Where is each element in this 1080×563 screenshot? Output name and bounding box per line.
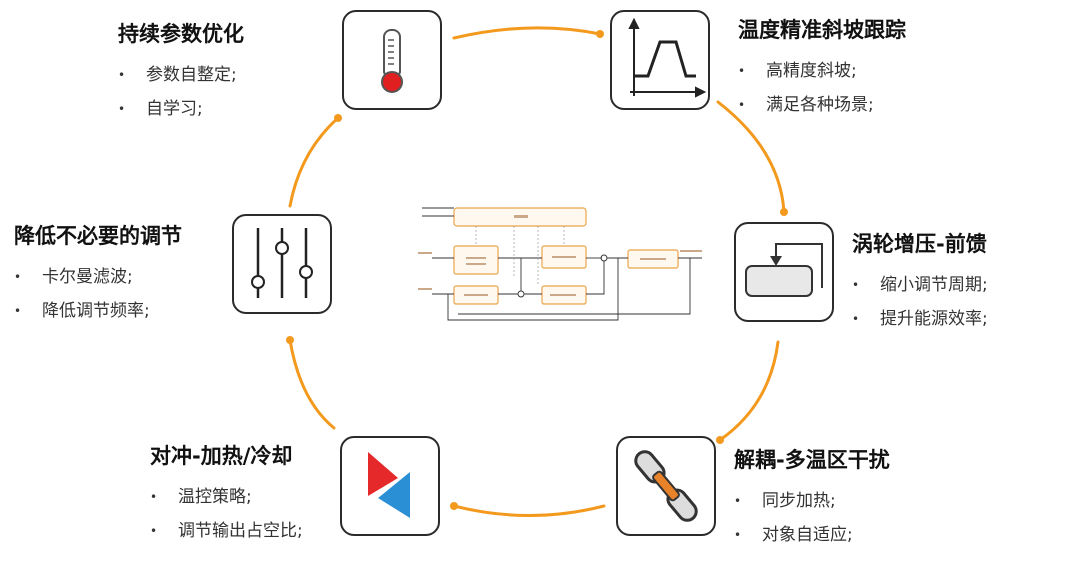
feedback-loop-node xyxy=(734,222,834,322)
feature-continuous-parameter-optimization: 持续参数优化 •参数自整定; •自学习; xyxy=(118,18,244,128)
opposing-triangles-node xyxy=(340,436,440,536)
feature-bullet: •对象自适应; xyxy=(734,525,853,545)
thermometer-icon xyxy=(381,29,403,93)
control-block-diagram xyxy=(418,207,702,321)
slider-controls-icon xyxy=(251,228,313,298)
feature-temperature-ramp-tracking: 温度精准斜坡跟踪 •高精度斜坡; •满足各种场景; xyxy=(738,14,906,124)
feature-bullet: •降低调节频率; xyxy=(14,301,150,321)
feature-bullet: •参数自整定; xyxy=(118,65,237,85)
feature-turbo-feedforward: 涡轮增压-前馈 •缩小调节周期; •提升能源效率; xyxy=(852,228,988,338)
feature-bullet: •自学习; xyxy=(118,99,203,119)
feature-heat-cool-opposition: 对冲-加热/冷却 •温控策略; •调节输出占空比; xyxy=(150,440,303,550)
feature-bullet: •缩小调节周期; xyxy=(852,275,988,295)
opposing-triangles-icon xyxy=(368,452,410,518)
feature-bullet: •调节输出占空比; xyxy=(150,521,303,541)
ramp-chart-node xyxy=(610,10,710,110)
feature-title: 持续参数优化 xyxy=(118,22,244,46)
feature-title: 温度精准斜坡跟踪 xyxy=(738,18,906,42)
feature-title: 对冲-加热/冷却 xyxy=(150,444,293,468)
chain-link-node xyxy=(616,436,716,536)
ramp-chart-icon xyxy=(628,17,707,98)
feature-title: 解耦-多温区干扰 xyxy=(734,448,890,472)
feature-bullet: •高精度斜坡; xyxy=(738,61,857,81)
thermometer-node xyxy=(342,10,442,110)
feature-reduce-unnecessary-regulation: 降低不必要的调节 •卡尔曼滤波; •降低调节频率; xyxy=(14,220,182,330)
feature-bullet: •温控策略; xyxy=(150,487,252,507)
slider-controls-node xyxy=(232,214,332,314)
feedback-loop-icon xyxy=(745,243,823,297)
feature-decoupling-multizone: 解耦-多温区干扰 •同步加热; •对象自适应; xyxy=(734,444,890,554)
feature-title: 降低不必要的调节 xyxy=(14,224,182,248)
feature-bullet: •满足各种场景; xyxy=(738,95,874,115)
feature-bullet: •提升能源效率; xyxy=(852,309,988,329)
chain-link-icon xyxy=(634,450,698,522)
feature-title: 涡轮增压-前馈 xyxy=(852,232,987,256)
feature-bullet: •卡尔曼滤波; xyxy=(14,267,133,287)
feature-bullet: •同步加热; xyxy=(734,491,836,511)
